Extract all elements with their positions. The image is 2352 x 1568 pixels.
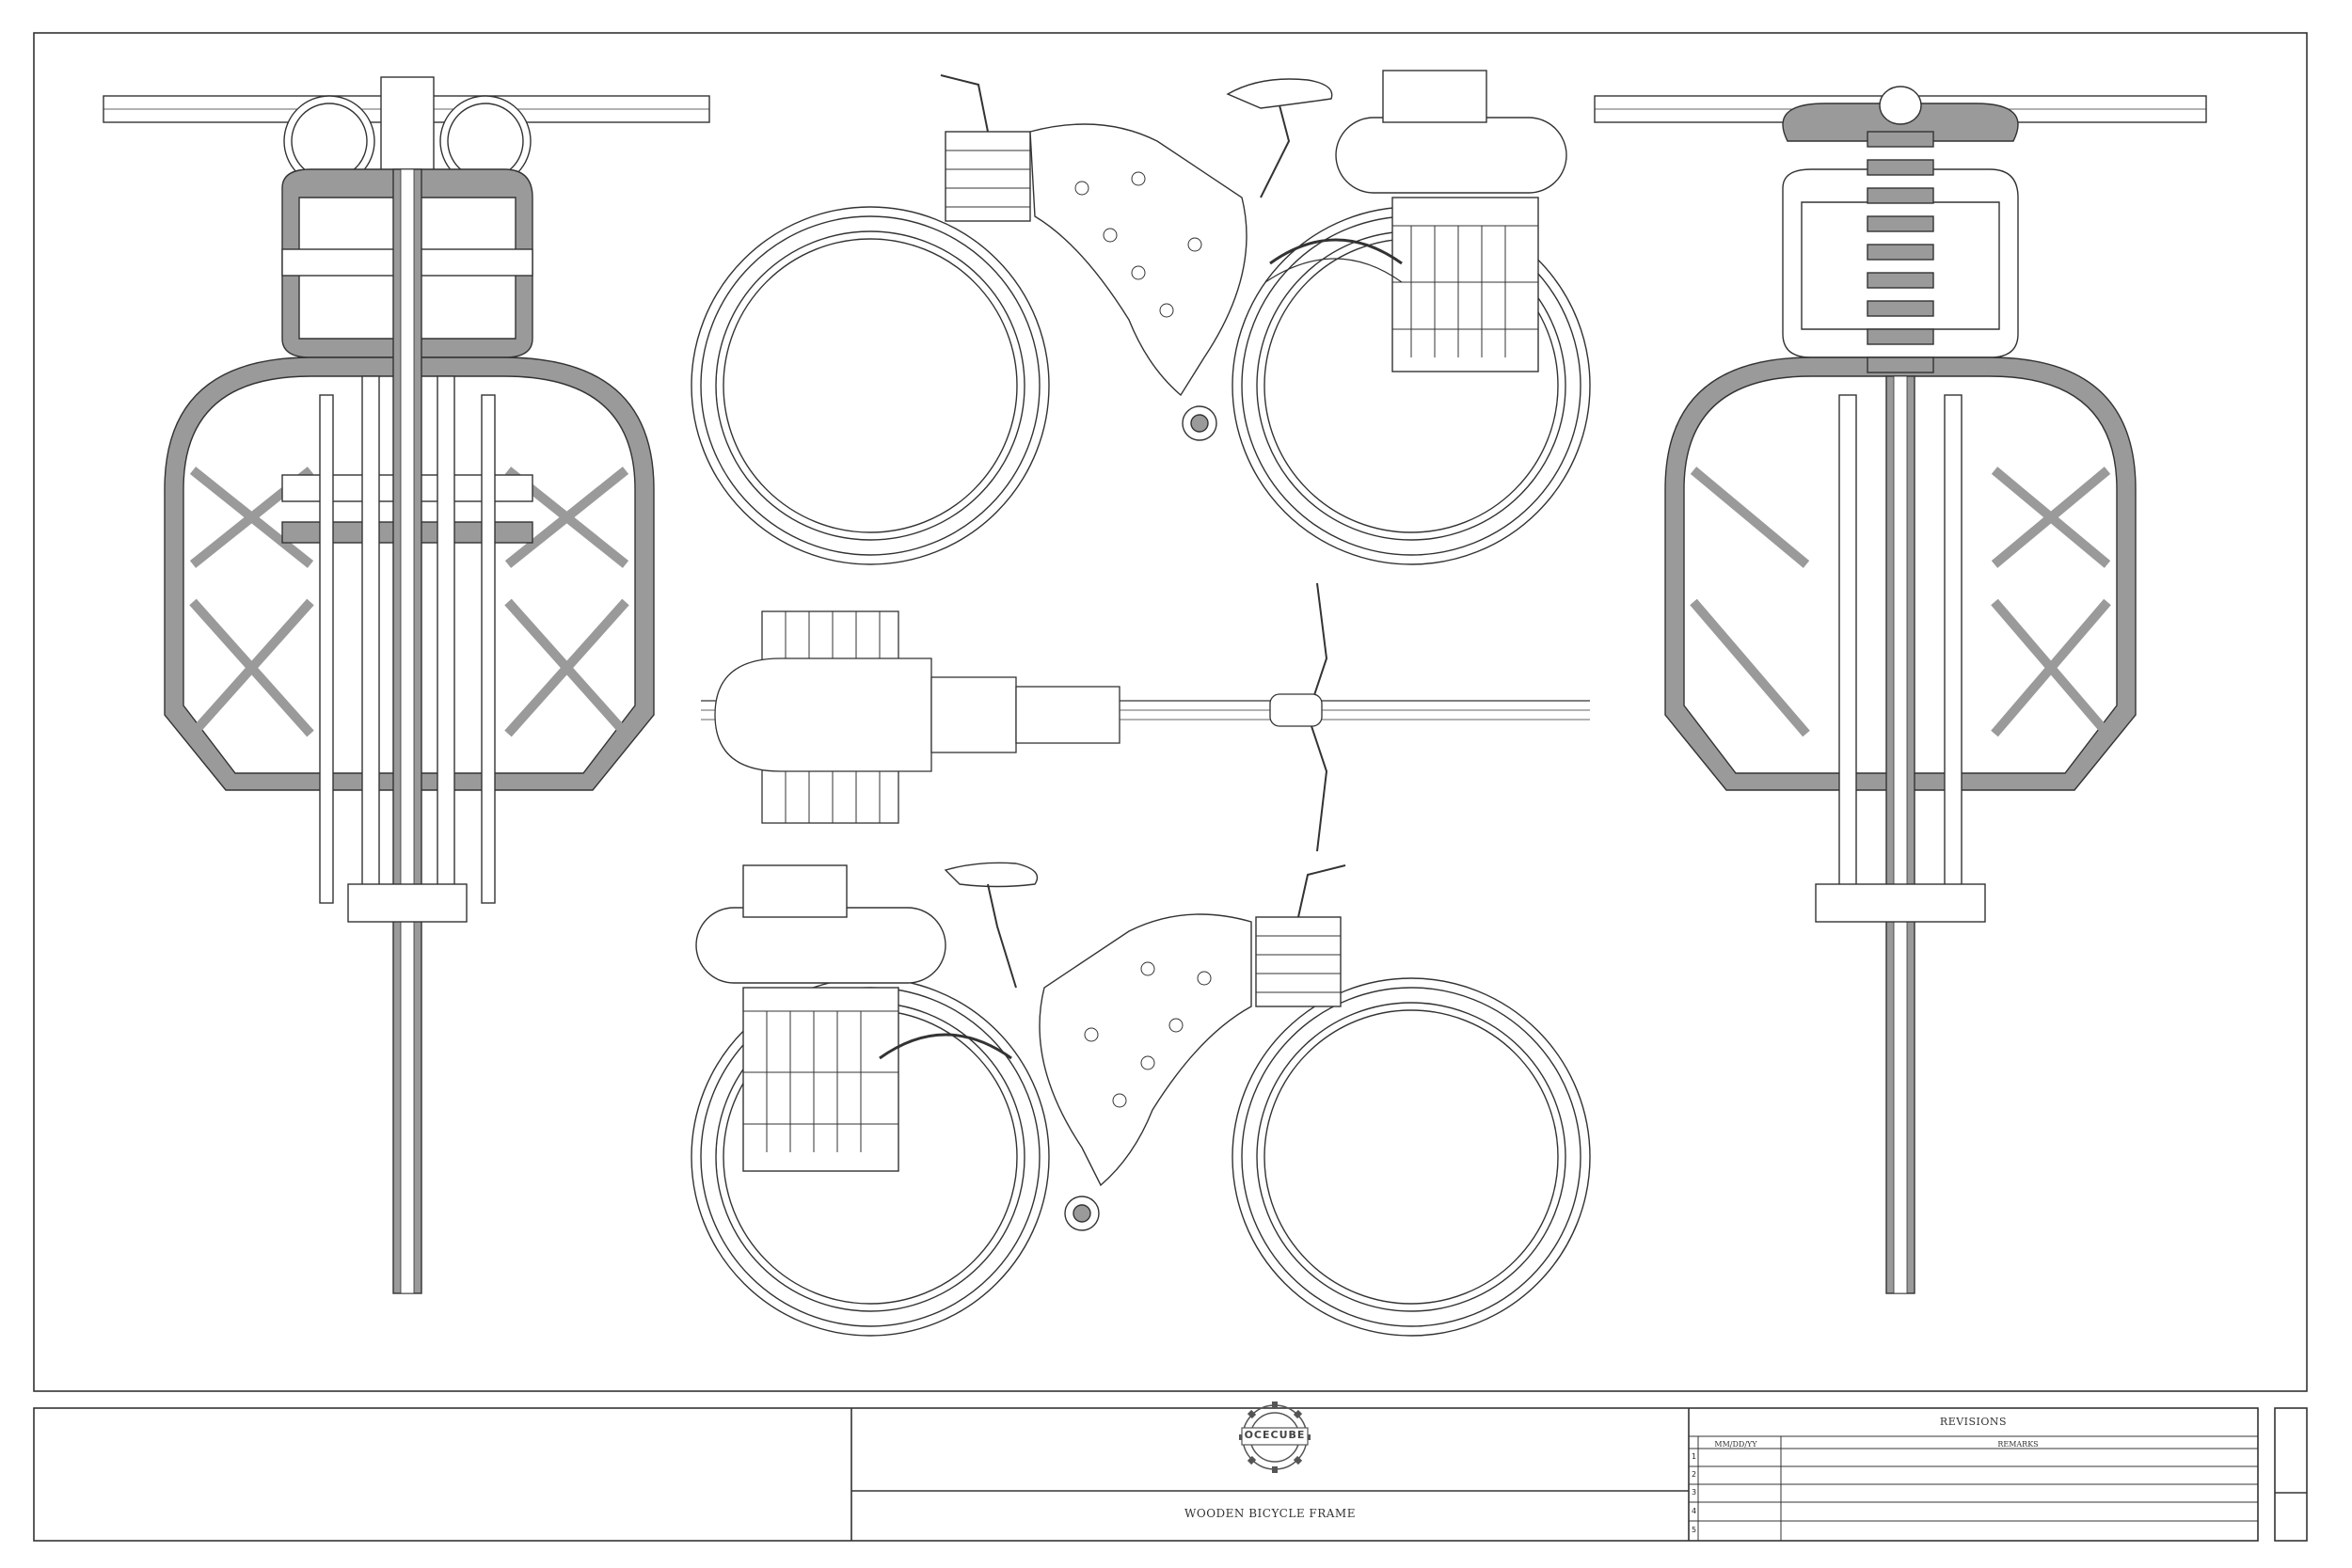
revision-row-number: 5 xyxy=(1692,1526,1697,1534)
side-box xyxy=(2274,1407,2308,1542)
drawing-border xyxy=(33,32,2308,1392)
title-block-border xyxy=(33,1407,2259,1542)
front-view xyxy=(103,76,710,1294)
company-logo xyxy=(1239,1402,1311,1473)
revision-row-number: 4 xyxy=(1692,1507,1697,1515)
top-view xyxy=(701,582,1590,852)
revisions-remarks-header: REMARKS xyxy=(1997,1440,2039,1449)
revisions-title: REVISIONS xyxy=(1939,1416,2008,1428)
side-view-right xyxy=(691,70,1591,565)
revision-row-number: 3 xyxy=(1692,1488,1697,1497)
drawing-title: WOODEN BICYCLE FRAME xyxy=(1184,1507,1356,1520)
side-view-left xyxy=(691,862,1591,1337)
logo-text: OCECUBE xyxy=(1244,1429,1306,1441)
revision-row-number: 2 xyxy=(1692,1470,1697,1479)
revisions-date-header: MM/DD/YY xyxy=(1714,1440,1757,1449)
revision-row-number: 1 xyxy=(1692,1452,1697,1461)
rear-view xyxy=(1594,86,2207,1294)
